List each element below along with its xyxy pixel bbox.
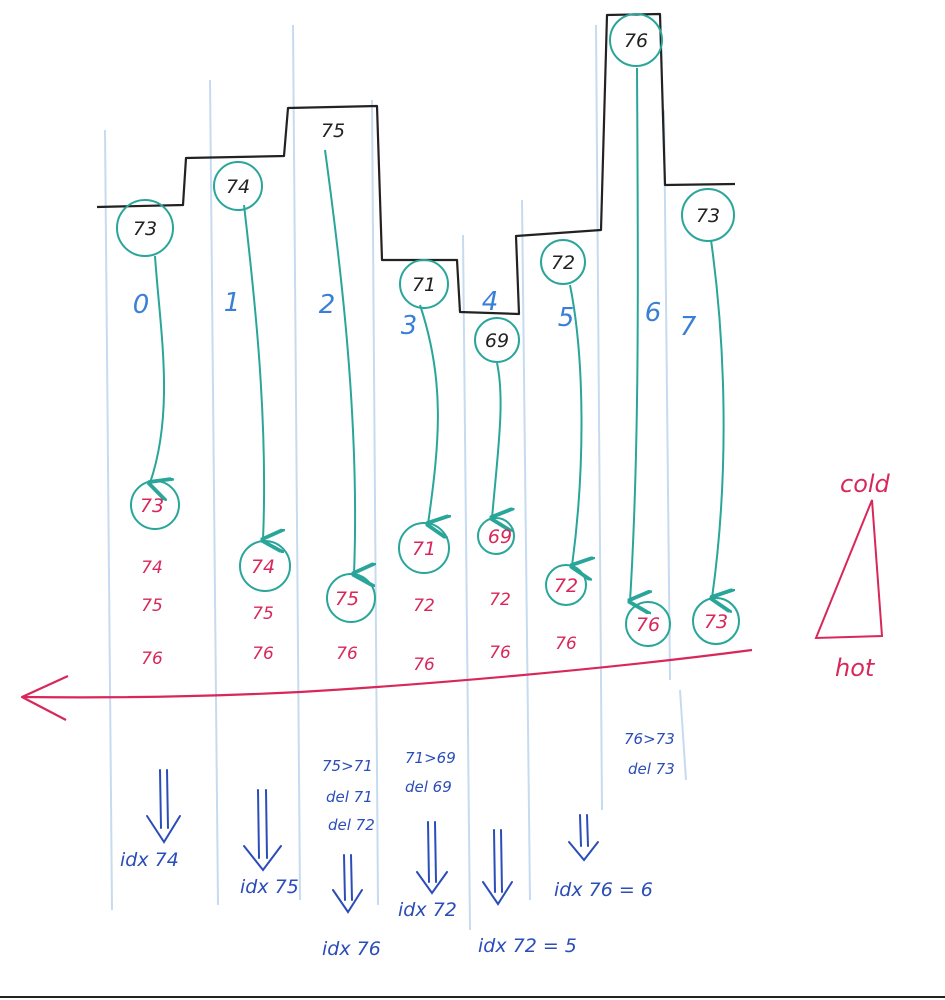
temp-circle [213, 161, 263, 211]
move-arrow [150, 255, 164, 483]
stack-value: 73 [704, 611, 728, 633]
bar-index: 2 [319, 290, 336, 320]
stack-value: 72 [413, 596, 435, 616]
direction-arrow-head [20, 674, 69, 721]
guide-line [209, 79, 219, 906]
note-col3-line1: 71>69 [405, 749, 456, 767]
stack-value: 76 [141, 649, 163, 669]
stack-top-circle [130, 480, 180, 530]
direction-arrow-line [21, 648, 753, 699]
legend-triangle [814, 499, 884, 640]
stack-top-circle [545, 564, 587, 606]
stack-value: 74 [251, 556, 275, 578]
stack-value: 76 [636, 614, 660, 636]
bar-temperature: 73 [133, 218, 157, 240]
bar-index: 5 [558, 303, 575, 333]
bar-index: 4 [482, 287, 499, 317]
note-col6-line1: 76>73 [624, 730, 675, 748]
move-arrow [711, 239, 724, 598]
temp-circle [399, 259, 449, 309]
result-arrows [146, 769, 599, 914]
double-down-arrow [416, 821, 448, 895]
result-label: idx 76 = 6 [554, 879, 653, 901]
bar-temperature: 72 [551, 252, 575, 274]
result-label: idx 75 [240, 876, 299, 898]
stack-top-circle [692, 597, 740, 645]
stack-value: 71 [412, 538, 436, 560]
note-col2-line1: 75>71 [322, 757, 373, 775]
temp-circle [474, 317, 520, 363]
stack-value: 75 [252, 604, 274, 624]
stack-value: 74 [141, 558, 163, 578]
results: idx 74 idx 75 idx 76 idx 72 idx 72 = 5 i… [120, 849, 653, 960]
bar-index: 1 [224, 288, 241, 318]
double-down-arrow [568, 814, 599, 862]
move-arrow [419, 304, 438, 524]
move-arrow [492, 362, 501, 518]
stack-value: 76 [489, 643, 511, 663]
bar-temperature: 75 [321, 120, 345, 142]
legend-hot-label: hot [835, 654, 876, 682]
stack-value: 75 [335, 588, 359, 610]
stack-top-circle [398, 522, 450, 574]
note-col3-line2: del 69 [405, 778, 452, 796]
bar-temperature: 74 [226, 176, 250, 198]
stack-value: 72 [489, 590, 511, 610]
move-arrow [630, 67, 638, 601]
bar-temperature: 76 [624, 30, 648, 52]
stack-value: 69 [488, 526, 512, 548]
result-label: idx 72 [398, 899, 457, 921]
stack-value: 76 [252, 644, 274, 664]
bar-temperature: 71 [412, 274, 436, 296]
guide-line [679, 689, 687, 781]
note-col2-line3: del 72 [328, 816, 375, 834]
stack-top-circle [477, 517, 515, 555]
bar-temperature: 73 [696, 205, 720, 227]
stack-value: 72 [554, 575, 578, 597]
guide-line [292, 24, 301, 901]
bar-index: 0 [133, 290, 150, 320]
double-down-arrow [482, 829, 513, 906]
stack-top-circle [239, 540, 291, 592]
temperature-legend: cold hot [814, 470, 891, 682]
stack-top-circle [625, 601, 671, 647]
stack-value: 75 [141, 596, 163, 616]
stack-value: 76 [336, 644, 358, 664]
temp-circle [116, 199, 174, 257]
bar-temperature: 69 [485, 330, 509, 352]
temp-circle [681, 188, 735, 242]
note-col6-line2: del 73 [628, 760, 675, 778]
temperature-step-outline [96, 12, 736, 316]
stack-value: 76 [555, 634, 577, 654]
bar-index: 7 [680, 312, 697, 342]
guide-lines [104, 24, 687, 931]
stack-value: 73 [140, 495, 164, 517]
stack-top-circle [326, 573, 376, 623]
double-down-arrow [332, 854, 363, 914]
temp-circle [540, 239, 586, 285]
double-down-arrow [146, 769, 181, 844]
comparison-notes: 75>71 del 71 del 72 71>69 del 69 76>73 d… [322, 730, 675, 834]
temp-circle [609, 13, 663, 67]
guide-line [104, 129, 113, 911]
result-label: idx 74 [120, 849, 179, 871]
result-label: idx 72 = 5 [478, 935, 577, 957]
guide-line [371, 99, 379, 906]
double-down-arrow [243, 789, 282, 872]
guide-line [521, 199, 531, 901]
move-arrow [243, 204, 264, 540]
stack-value: 76 [413, 655, 435, 675]
bar-index: 3 [401, 311, 418, 341]
result-label: idx 76 [322, 938, 381, 960]
legend-cold-label: cold [840, 470, 891, 498]
move-arrow [570, 284, 582, 566]
bar-index: 6 [645, 298, 662, 328]
guide-line [462, 234, 471, 931]
note-col2-line2: del 71 [326, 788, 373, 806]
guide-line [663, 109, 671, 681]
guide-line [595, 24, 603, 811]
move-arrow [324, 149, 355, 574]
